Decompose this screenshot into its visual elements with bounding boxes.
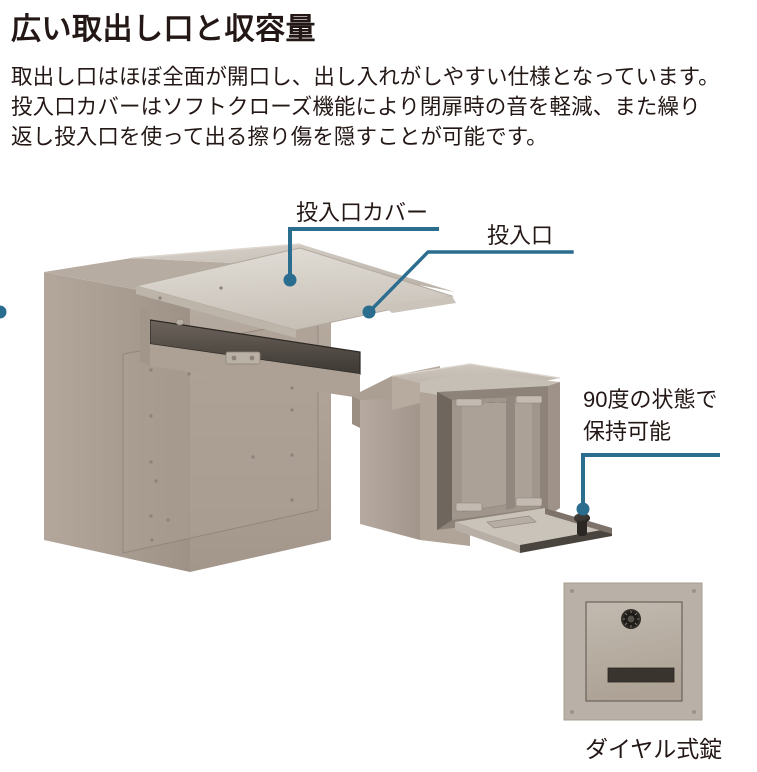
callout-label-hold-90deg-line2: 保持可能 <box>583 419 672 444</box>
description-line-2: 投入口カバーはソフトクローズ機能により閉扉時の音を軽減、また繰り <box>11 95 701 119</box>
page-title: 広い取出し口と収容量 <box>11 13 316 46</box>
dial-lock-knob <box>574 513 590 536</box>
callout-label-hold-90deg-line1: 90度の状態で <box>583 387 718 412</box>
description-paragraph: 取出し口はほぼ全面が開口し、出し入れがしやすい仕様となっています。 投入口カバー… <box>11 62 756 152</box>
callout-label-slot-cover: 投入口カバー <box>296 200 429 225</box>
figure-open-door-unit <box>352 363 612 553</box>
description-line-1: 取出し口はほぼ全面が開口し、出し入れがしやすい仕様となっています。 <box>11 65 720 89</box>
description-line-3: 返し投入口を使って出る擦り傷を隠すことが可能です。 <box>11 125 548 149</box>
caption-dial-lock: ダイヤル式錠 <box>585 736 723 762</box>
callout-label-slot: 投入口 <box>487 223 554 248</box>
figure-dial-lock-unit <box>563 582 703 721</box>
dial-lock-face <box>621 609 641 629</box>
